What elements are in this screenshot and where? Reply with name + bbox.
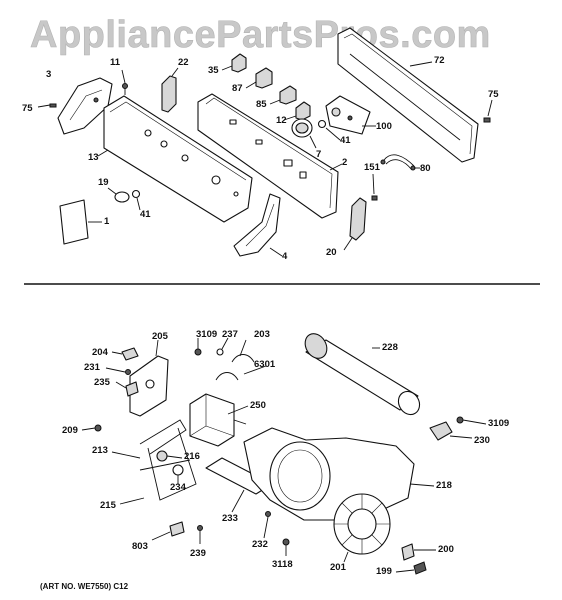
label-20: 20: [326, 247, 337, 258]
label-201: 201: [330, 562, 346, 573]
label-11: 11: [110, 57, 121, 68]
watermark: AppliancePartsPros.com: [30, 14, 491, 57]
label-233: 233: [222, 513, 238, 524]
label-41-right: 41: [340, 135, 351, 146]
label-213: 213: [92, 445, 108, 456]
label-215: 215: [100, 500, 116, 511]
label-250: 250: [250, 400, 266, 411]
part-switch-35: [221, 53, 247, 73]
label-239: 239: [190, 548, 206, 559]
label-3109-left: 3109: [196, 329, 218, 340]
label-237: 237: [222, 329, 238, 340]
label-75-left: 75: [22, 103, 33, 114]
label-209: 209: [62, 425, 78, 436]
part-screw-239: [197, 525, 203, 544]
label-235: 235: [94, 377, 110, 388]
part-belt-215: [119, 419, 197, 505]
part-bracket-22: [161, 67, 179, 113]
part-screw-75-left: [37, 103, 57, 108]
label-3118: 3118: [272, 559, 293, 570]
label-12: 12: [276, 115, 287, 126]
label-234: 234: [170, 482, 186, 493]
label-200: 200: [438, 544, 454, 555]
label-19: 19: [98, 177, 109, 188]
part-backsplash-frame: [197, 93, 343, 219]
part-clip-204: [111, 347, 139, 361]
part-control-panel-front: [97, 95, 253, 223]
part-knob-19: [107, 187, 130, 203]
label-100: 100: [376, 121, 392, 132]
part-pulley-216: [156, 450, 183, 462]
part-timer-100: [325, 95, 376, 135]
label-13: 13: [88, 152, 99, 163]
part-wire-80: [380, 154, 420, 171]
part-knob-41-right: [317, 119, 341, 141]
part-clip-200: [401, 543, 436, 561]
label-80: 80: [420, 163, 431, 174]
label-199: 199: [376, 566, 392, 577]
label-3: 3: [46, 69, 52, 80]
part-switch-87: [245, 67, 273, 89]
part-end-cap-left: [57, 77, 113, 135]
label-41-left: 41: [140, 209, 151, 220]
label-72: 72: [434, 55, 445, 66]
part-screw-75-right: [483, 99, 493, 123]
part-thermostat-230: [429, 421, 473, 441]
label-231: 231: [84, 362, 100, 373]
part-bracket-20: [343, 197, 367, 251]
label-87: 87: [232, 83, 243, 94]
label-216: 216: [184, 451, 200, 462]
part-screw-209: [81, 424, 102, 432]
part-clamp-203: [215, 339, 267, 381]
part-card-1: [59, 199, 102, 245]
part-clip-235: [115, 381, 139, 397]
part-blower-wheel-201: [333, 493, 391, 563]
part-screw-199: [395, 561, 427, 575]
label-35: 35: [208, 65, 219, 76]
part-switch-12: [283, 101, 311, 121]
label-228: 228: [382, 342, 398, 353]
part-motor-250: [189, 393, 249, 447]
label-7: 7: [316, 149, 322, 160]
part-bracket-205: [129, 339, 169, 417]
part-screw-11: [121, 69, 128, 95]
part-idler-213: [111, 451, 141, 459]
label-218: 218: [436, 480, 452, 491]
label-230: 230: [474, 435, 490, 446]
part-screw-232: [263, 511, 271, 539]
part-screw-3118: [282, 538, 290, 556]
part-screw-3109-right: [456, 416, 487, 425]
part-knob-7: [291, 118, 317, 149]
label-75-right: 75: [488, 89, 499, 100]
label-1: 1: [104, 216, 110, 227]
label-4: 4: [282, 251, 288, 262]
part-duct-228: [304, 333, 421, 416]
label-151: 151: [364, 162, 380, 173]
label-203: 203: [254, 329, 270, 340]
label-205: 205: [152, 331, 168, 342]
part-screw-151: [371, 173, 378, 201]
label-22: 22: [178, 57, 189, 68]
label-6301: 6301: [254, 359, 276, 370]
label-2: 2: [342, 157, 348, 168]
label-85: 85: [256, 99, 267, 110]
part-pulley-234: [172, 464, 184, 484]
part-rear-guard-72: [337, 27, 479, 163]
label-803: 803: [132, 541, 148, 552]
part-clip-803: [151, 521, 185, 541]
part-screw-231: [105, 367, 131, 375]
part-knob-41-left: [131, 189, 141, 211]
label-3109-right: 3109: [488, 418, 510, 429]
part-screw-3109-left: [194, 338, 202, 356]
label-204: 204: [92, 347, 108, 358]
art-number-caption: (ART NO. WE7550) C12: [40, 582, 129, 591]
part-nut-237: [216, 337, 229, 356]
label-232: 232: [252, 539, 268, 550]
part-end-cap-right: [233, 193, 283, 257]
part-switch-85: [269, 85, 297, 105]
